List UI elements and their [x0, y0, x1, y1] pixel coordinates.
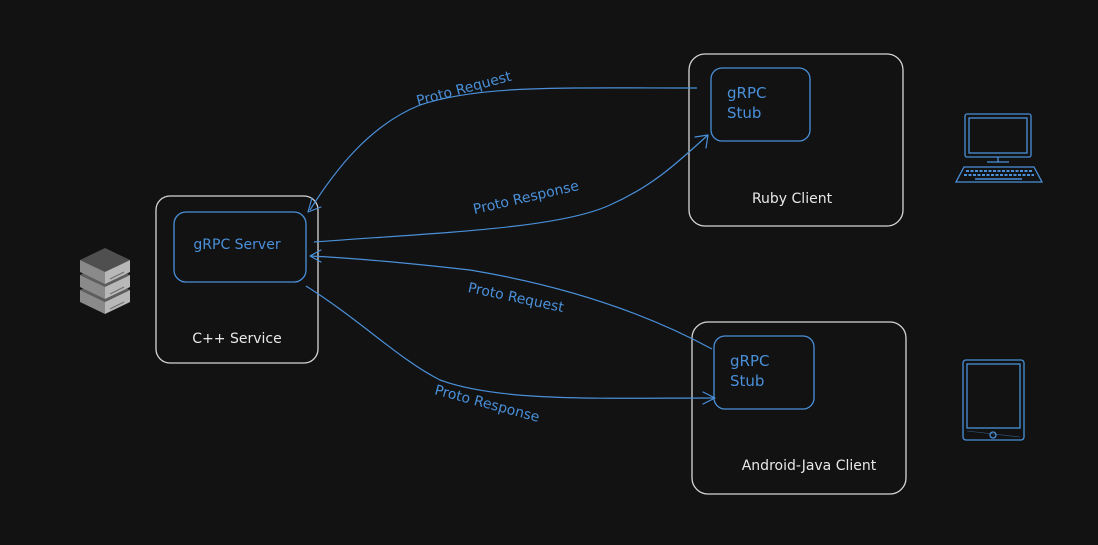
ruby-request-edge	[307, 87, 698, 213]
android-client-box	[691, 321, 907, 495]
ruby-stub-label-line1: gRPC	[727, 84, 766, 102]
ruby-stub-label-line2: Stub	[727, 104, 761, 122]
android-request-label: Proto Request	[466, 280, 565, 316]
tablet-icon	[962, 359, 1025, 441]
ruby-response-label: Proto Response	[472, 178, 581, 218]
ruby-client-node[interactable]: Ruby Client gRPC Stub	[688, 53, 904, 227]
ruby-client-box	[688, 53, 904, 227]
android-stub-label-line1: gRPC	[730, 352, 769, 370]
grpc-server-box[interactable]	[173, 211, 307, 283]
server-rack-icon	[80, 248, 130, 314]
android-response-label: Proto Response	[433, 382, 541, 425]
android-stub-label-line2: Stub	[730, 372, 764, 390]
ruby-client-label: Ruby Client	[752, 191, 833, 207]
android-stub-box[interactable]	[713, 335, 815, 410]
grpc-server-label: gRPC Server	[193, 237, 280, 253]
desktop-computer-icon	[954, 113, 1044, 183]
ruby-stub-box[interactable]	[710, 67, 811, 142]
android-request-edge	[309, 249, 713, 350]
cpp-service-label: C++ Service	[192, 331, 281, 347]
cpp-service-node[interactable]: C++ Service gRPC Server	[155, 195, 319, 364]
android-client-label: Android-Java Client	[742, 458, 877, 474]
android-response-edge	[305, 285, 716, 405]
ruby-request-label: Proto Request	[415, 69, 514, 110]
cpp-service-box	[155, 195, 319, 364]
ruby-response-edge	[313, 134, 709, 243]
android-client-node[interactable]: Android-Java Client gRPC Stub	[691, 321, 907, 495]
